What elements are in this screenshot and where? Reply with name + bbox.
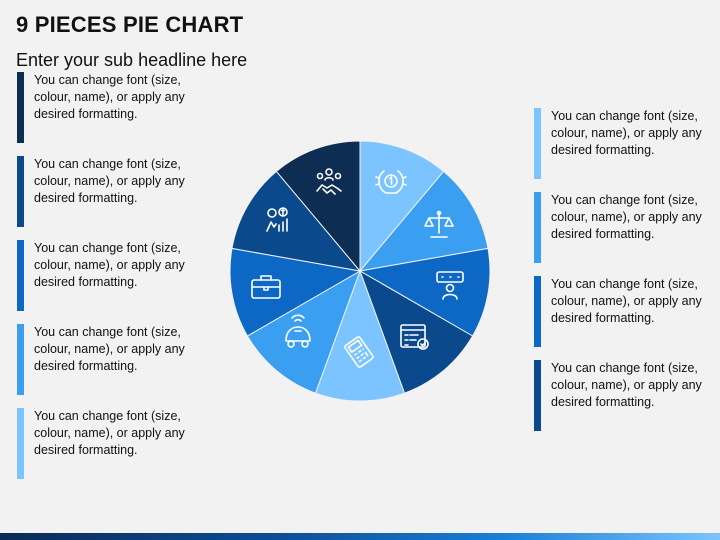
footer-gradient-bar (0, 533, 720, 540)
page-title: 9 PIECES PIE CHART (16, 12, 244, 37)
connected-car-icon (285, 314, 311, 348)
text-block-body: You can change font (size, colour, name)… (551, 109, 702, 157)
color-bar (17, 72, 24, 143)
color-bar (534, 108, 541, 179)
laurel-number-one-icon (375, 170, 407, 194)
customer-rating-icon (436, 271, 464, 300)
text-block: You can change font (size, colour, name)… (534, 192, 720, 263)
text-block-body: You can change font (size, colour, name)… (551, 277, 702, 325)
text-block-body: You can change font (size, colour, name)… (34, 241, 185, 289)
checklist-approved-icon (400, 324, 429, 350)
pie-slice-calculator-document (314, 269, 406, 402)
pie-slices (229, 140, 491, 402)
text-block: You can change font (size, colour, name)… (17, 156, 204, 227)
handshake-team-icon (316, 168, 342, 195)
color-bar (17, 324, 24, 395)
text-block: You can change font (size, colour, name)… (17, 72, 204, 143)
text-block: You can change font (size, colour, name)… (534, 360, 720, 431)
color-bar (17, 156, 24, 227)
calculator-document-icon (344, 336, 374, 368)
text-block-body: You can change font (size, colour, name)… (551, 193, 702, 241)
text-block: You can change font (size, colour, name)… (17, 240, 204, 311)
color-bar (17, 240, 24, 311)
text-block-body: You can change font (size, colour, name)… (34, 73, 185, 121)
pie-slice-customer-rating (358, 247, 491, 337)
growth-money-icon (266, 207, 288, 232)
pie-slice-briefcase (229, 247, 362, 337)
balance-scale-icon (424, 210, 454, 238)
text-block: You can change font (size, colour, name)… (534, 276, 720, 347)
text-block-body: You can change font (size, colour, name)… (34, 325, 185, 373)
pie-slice-checklist-approved (359, 269, 474, 394)
color-bar (17, 408, 24, 479)
text-block: You can change font (size, colour, name)… (534, 108, 720, 179)
color-bar (534, 192, 541, 263)
text-block-body: You can change font (size, colour, name)… (551, 361, 702, 409)
pie-slice-growth-money (231, 170, 362, 272)
text-block-body: You can change font (size, colour, name)… (34, 157, 185, 205)
pie-slice-connected-car (246, 269, 361, 394)
briefcase-icon (251, 275, 281, 299)
pie-icons (251, 168, 464, 368)
nine-piece-pie (229, 140, 491, 402)
color-bar (534, 276, 541, 347)
page-subtitle: Enter your sub headline here (16, 50, 248, 70)
text-block: You can change font (size, colour, name)… (17, 408, 204, 479)
pie-slice-balance-scale (358, 170, 489, 272)
text-block: You can change font (size, colour, name)… (17, 324, 204, 395)
color-bar (534, 360, 541, 431)
text-block-body: You can change font (size, colour, name)… (34, 409, 185, 457)
